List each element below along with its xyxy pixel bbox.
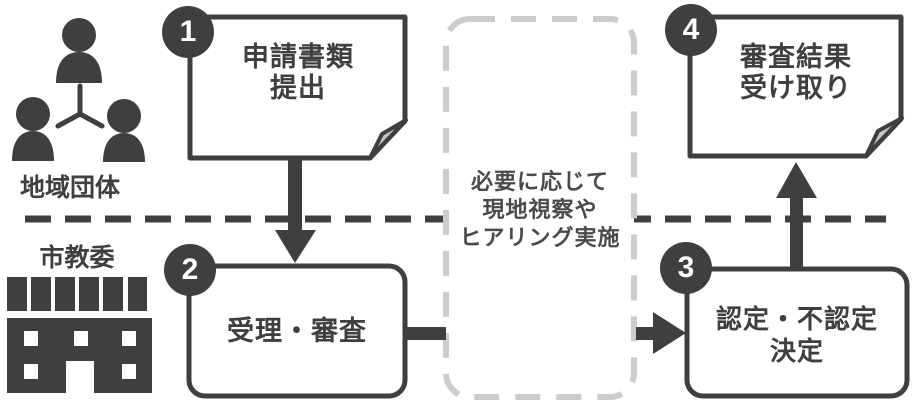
community-actor-label: 地域団体 (19, 174, 120, 202)
step2-badge: 2 (164, 244, 216, 296)
step1-document-box (187, 14, 408, 161)
step1-badge: 1 (162, 6, 214, 58)
building-icon (7, 277, 152, 394)
note-line2: 現地視察や (482, 197, 598, 222)
dogear-fold-icon (368, 118, 408, 160)
step4-badge: 4 (665, 4, 717, 56)
step1-label-line1: 申請書類 (242, 42, 354, 72)
note-line3: ヒアリング実施 (459, 225, 621, 250)
step1-label-line2: 提出 (270, 73, 326, 103)
connector-step2-to-note (404, 327, 446, 340)
step1-label: 申請書類 提出 (190, 42, 406, 104)
step3-box (684, 266, 910, 399)
step3-badge: 3 (660, 242, 712, 294)
arrow-step1-to-step2 (275, 157, 316, 263)
step2-box (186, 263, 408, 399)
step3-label-line1: 認定・不認定 (715, 304, 878, 334)
note-dashed-box (443, 16, 637, 400)
step2-label-line1: 受理・審査 (227, 316, 367, 346)
arrow-step3-to-step4 (776, 162, 817, 271)
step4-label-line1: 審査結果 (740, 42, 852, 72)
arrow-note-to-step3 (636, 312, 686, 354)
note-label: 必要に応じて 現地視察や ヒアリング実施 (443, 168, 637, 252)
people-group-icon (12, 18, 145, 162)
step2-label: 受理・審査 (189, 316, 405, 347)
step4-document-box (687, 14, 904, 159)
step3-label: 認定・不認定 決定 (687, 303, 907, 367)
dogear-fold-icon (864, 116, 904, 158)
step4-label: 審査結果 受け取り (690, 42, 902, 104)
board-actor-label: 市教委 (39, 244, 115, 272)
note-line1: 必要に応じて (470, 169, 609, 194)
step3-label-line2: 決定 (769, 336, 824, 366)
step4-label-line2: 受け取り (740, 73, 852, 103)
